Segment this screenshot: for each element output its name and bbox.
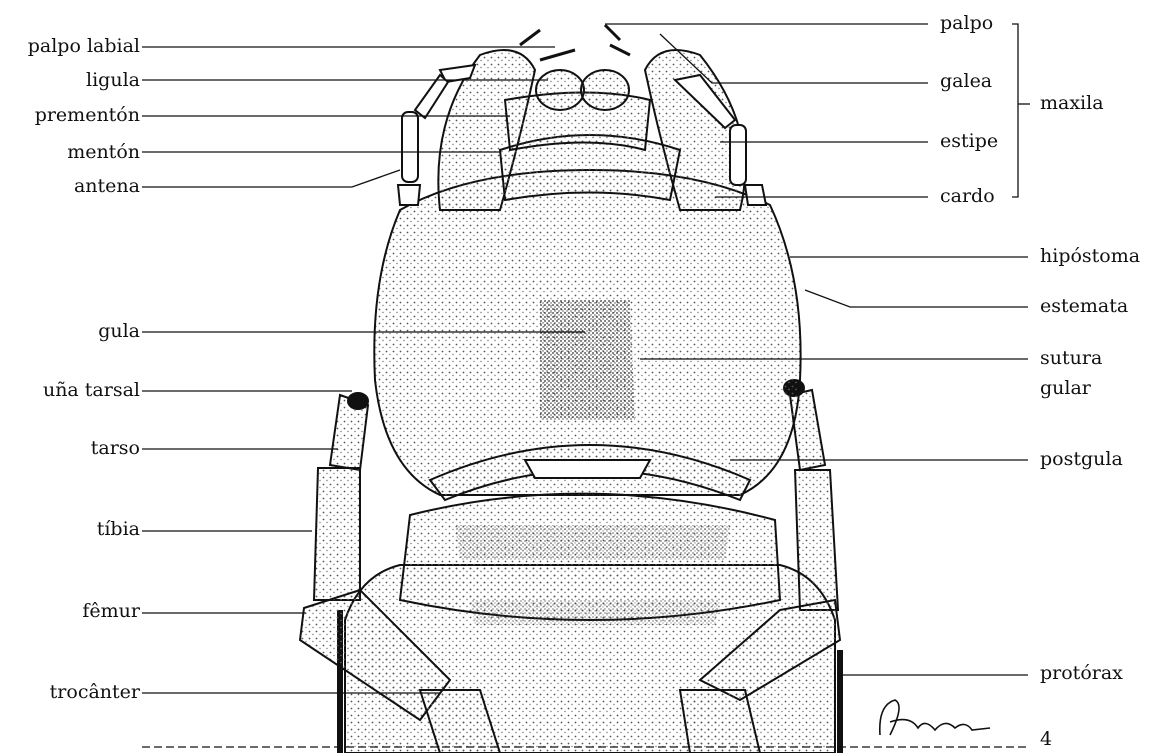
label-palpo-labial: palpo labial [28,35,140,57]
label-estipe: estipe [940,130,998,152]
label-femur: fêmur [82,600,140,622]
label-estemata: estemata [1040,295,1128,317]
figure-number: 4 [1040,728,1052,750]
label-postgula: postgula [1040,448,1123,470]
label-una-tarsal: uña tarsal [43,379,140,401]
label-hipostoma: hipóstoma [1040,245,1140,267]
label-palpo: palpo [940,12,993,34]
label-prementon: prementón [35,104,140,126]
label-sutura: sutura [1040,347,1102,369]
label-menton: mentón [67,141,140,163]
label-tibia: tíbia [97,518,140,540]
label-cardo: cardo [940,185,995,207]
label-ligula: ligula [86,69,140,91]
label-gula: gula [98,320,140,342]
label-galea: galea [940,70,992,92]
label-maxila: maxila [1040,92,1104,114]
artist-signature [880,700,990,735]
label-tarso: tarso [91,437,140,459]
label-gular: gular [1040,377,1091,399]
label-antena: antena [74,175,140,197]
label-protorax: protórax [1040,662,1123,684]
label-trocanter: trocânter [50,681,140,703]
cervical-region [400,494,780,625]
mouthparts [438,25,745,210]
head-capsule [374,170,800,500]
